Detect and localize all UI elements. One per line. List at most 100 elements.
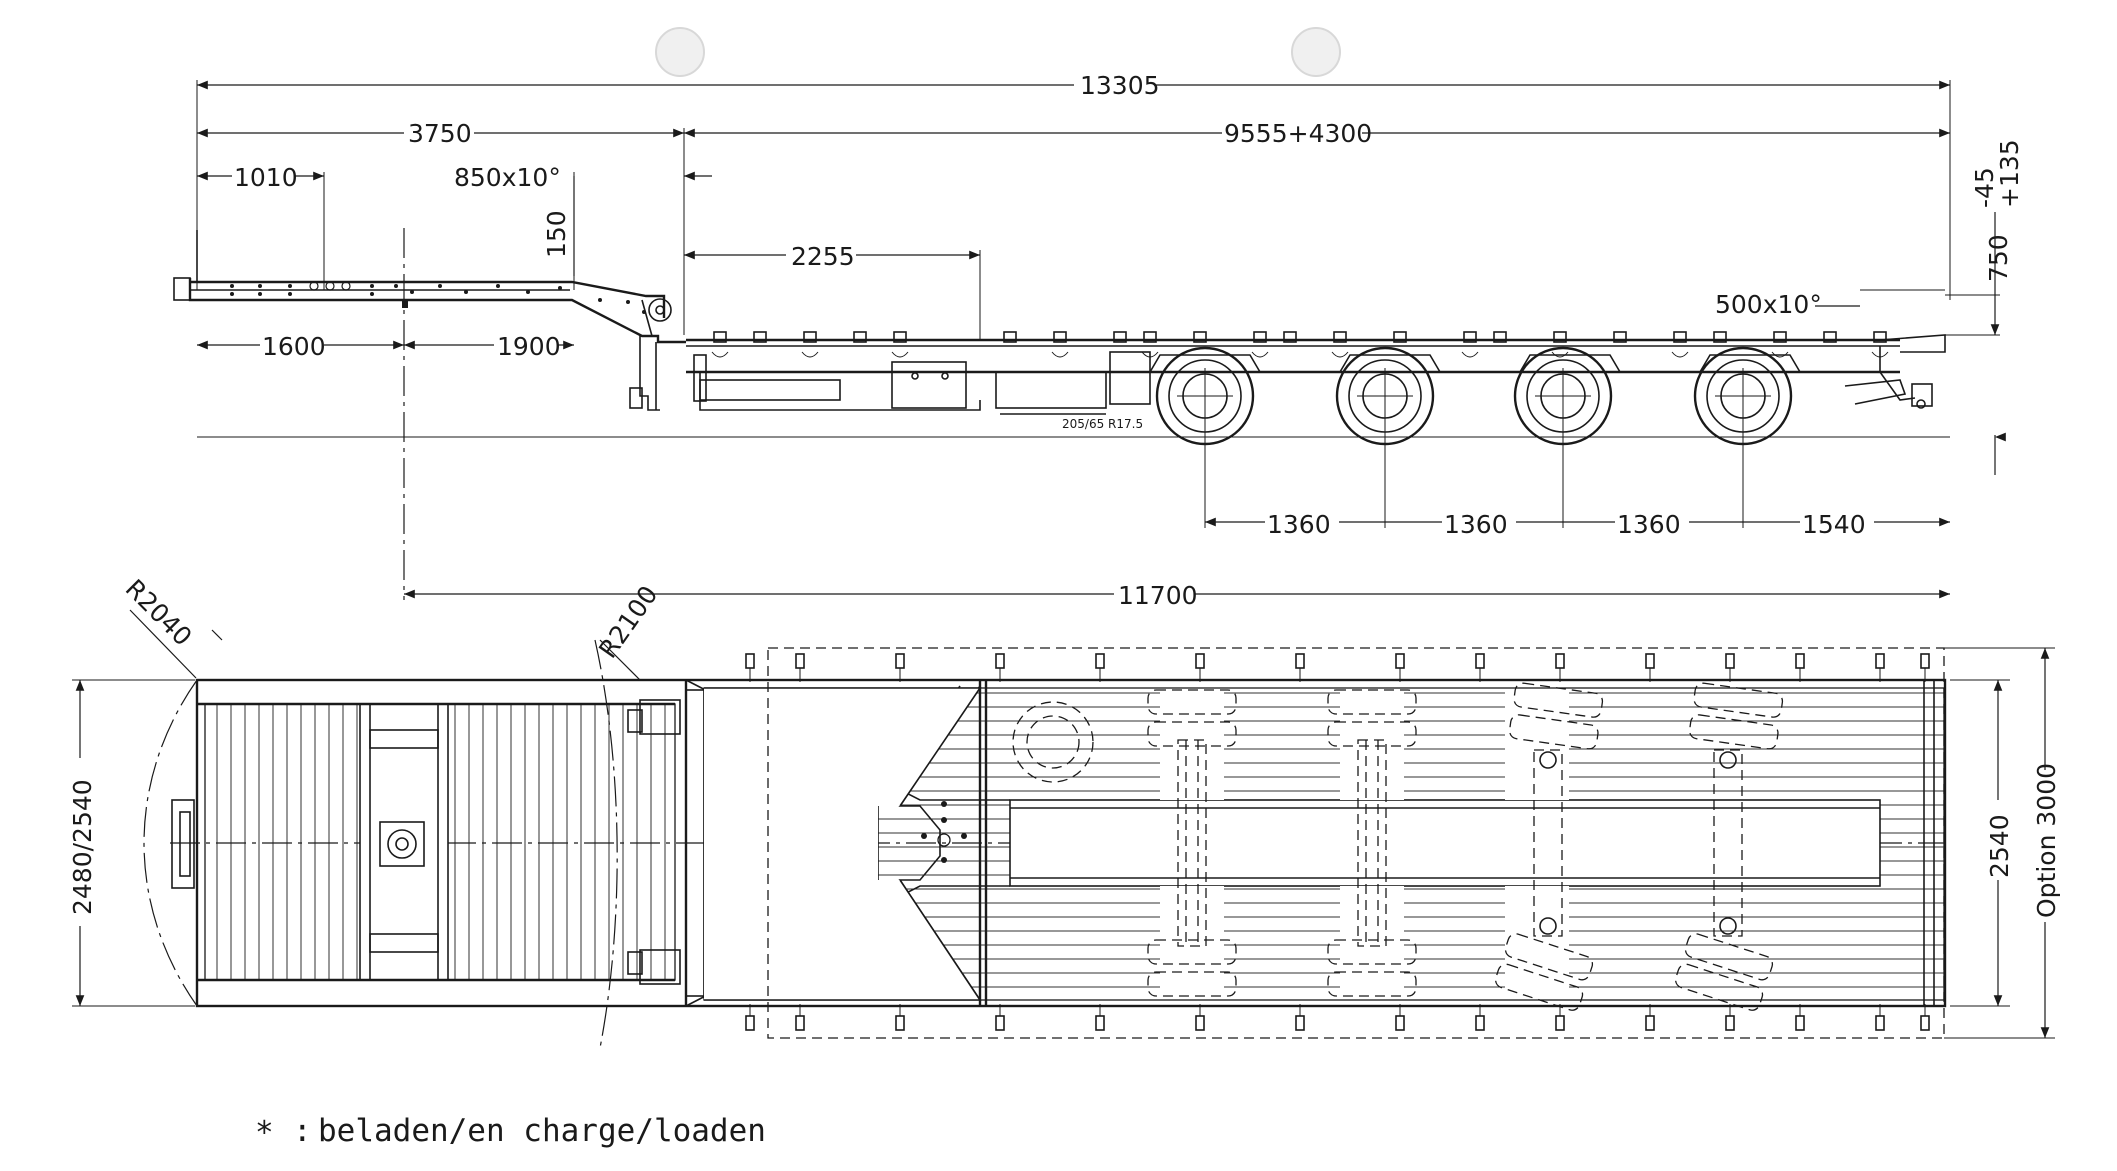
lashing-ring bbox=[1871, 351, 1889, 358]
turning-radii bbox=[129, 609, 641, 1049]
radius-kingpin: R2100 bbox=[593, 580, 663, 663]
tire bbox=[1147, 939, 1237, 965]
stake-pocket bbox=[1795, 653, 1805, 669]
gooseneck-top bbox=[171, 699, 681, 985]
stake-pocket bbox=[795, 1015, 805, 1031]
top-view: R2040 R2100 2480/2540 2540 Option 3000 bbox=[64, 574, 2061, 1049]
lashing-point bbox=[1823, 331, 1837, 343]
lashing-ring bbox=[1551, 351, 1569, 358]
stake-pocket bbox=[1920, 653, 1930, 669]
stake-pocket bbox=[795, 653, 805, 669]
axle-spacing-3: 1360 bbox=[1617, 510, 1681, 539]
lashing-point bbox=[1113, 331, 1127, 343]
tire bbox=[1147, 689, 1237, 715]
stake-pocket bbox=[1195, 1015, 1205, 1031]
lashing-point bbox=[1053, 331, 1067, 343]
wheel-set bbox=[1674, 933, 1774, 1011]
footnote: * : beladen/en charge/loaden bbox=[255, 1113, 766, 1151]
tire bbox=[1508, 714, 1599, 750]
wheel-rim bbox=[1526, 359, 1600, 433]
stake-pocket bbox=[1875, 653, 1885, 669]
width-option: Option 3000 bbox=[2032, 763, 2061, 918]
stake-pocket bbox=[1555, 1015, 1565, 1031]
wheel-set bbox=[1688, 682, 1784, 750]
width-front: 2480/2540 bbox=[68, 779, 97, 915]
wheel-rim bbox=[1348, 359, 1422, 433]
wheel-rim bbox=[1706, 359, 1780, 433]
wheel bbox=[1155, 346, 1255, 446]
stake-pockets bbox=[745, 653, 1930, 1031]
stake-pocket bbox=[995, 1015, 1005, 1031]
stake-pocket bbox=[1555, 653, 1565, 669]
wheel bbox=[1513, 346, 1613, 446]
stake-pocket bbox=[1095, 653, 1105, 669]
steer-pivot bbox=[1719, 751, 1737, 769]
stake-pocket bbox=[1475, 1015, 1485, 1031]
wheel-set bbox=[1327, 689, 1417, 747]
wheel-set bbox=[1147, 939, 1237, 997]
stake-pocket bbox=[1645, 1015, 1655, 1031]
lashing-ring bbox=[1251, 351, 1269, 358]
dim-13305: 13305 bbox=[1080, 71, 1160, 100]
lashing-point bbox=[893, 331, 907, 343]
tire bbox=[1684, 933, 1774, 981]
stake-pocket bbox=[1195, 653, 1205, 669]
lashing-point bbox=[713, 331, 727, 343]
lashing-point bbox=[1673, 331, 1687, 343]
frame-outline bbox=[195, 678, 1947, 1008]
lashing-point bbox=[1773, 331, 1787, 343]
steer-pivot bbox=[1539, 917, 1557, 935]
dim-9555-4300: 9555+4300 bbox=[1224, 119, 1372, 148]
stake-pocket bbox=[1475, 653, 1485, 669]
side-view: 205/65 R17.5 13305 3750 9555+ bbox=[173, 70, 2024, 610]
tire bbox=[1327, 689, 1417, 715]
stake-pocket bbox=[1095, 1015, 1105, 1031]
option-widening-outline bbox=[767, 647, 1945, 1039]
lashing-ring bbox=[1051, 351, 1069, 358]
stake-pocket bbox=[745, 1015, 755, 1031]
lashing-point bbox=[1333, 331, 1347, 343]
tire bbox=[1327, 971, 1417, 997]
turntable-circle bbox=[1012, 701, 1094, 783]
stake-pocket bbox=[1920, 1015, 1930, 1031]
lashing-point bbox=[1613, 331, 1627, 343]
lashing-ring bbox=[1671, 351, 1689, 358]
wheel-set bbox=[1508, 682, 1604, 750]
tire bbox=[1693, 682, 1784, 718]
axle-spacing-1: 1360 bbox=[1267, 510, 1331, 539]
axle-beam bbox=[1357, 739, 1387, 947]
lashing-point bbox=[1143, 331, 1157, 343]
stake-pocket bbox=[995, 653, 1005, 669]
footnote-marker: * bbox=[255, 1115, 274, 1151]
lashing-point bbox=[753, 331, 767, 343]
lashing-point bbox=[1873, 331, 1887, 343]
wheel bbox=[1335, 346, 1435, 446]
tire bbox=[1327, 721, 1417, 747]
wheel bbox=[1693, 346, 1793, 446]
tire bbox=[1327, 939, 1417, 965]
stake-pocket bbox=[745, 653, 755, 669]
stake-pocket bbox=[1395, 653, 1405, 669]
stake-pocket bbox=[1295, 653, 1305, 669]
axle-beam bbox=[1533, 749, 1563, 937]
tire bbox=[1147, 721, 1237, 747]
stake-pocket bbox=[1875, 1015, 1885, 1031]
gooseneck-fixings bbox=[230, 281, 646, 314]
lashing-ring bbox=[1331, 351, 1349, 358]
lashing-point bbox=[1553, 331, 1567, 343]
lashing-point bbox=[1463, 331, 1477, 343]
stake-pocket bbox=[1725, 1015, 1735, 1031]
dim-11700: 11700 bbox=[1118, 581, 1198, 610]
lashing-point bbox=[1253, 331, 1267, 343]
tire bbox=[1513, 682, 1604, 718]
wheel-set bbox=[1494, 933, 1594, 1011]
lashing-point bbox=[1193, 331, 1207, 343]
width-rear: 2540 bbox=[1985, 814, 2014, 878]
wheel-set bbox=[1147, 689, 1237, 747]
dim-2255: 2255 bbox=[791, 242, 855, 271]
lashing-point bbox=[1493, 331, 1507, 343]
dim-tolerance-minus: -45 bbox=[1970, 167, 1999, 208]
lashing-point bbox=[803, 331, 817, 343]
axle-assemblies bbox=[1147, 682, 1784, 1011]
axle-wheels bbox=[1155, 346, 1793, 446]
